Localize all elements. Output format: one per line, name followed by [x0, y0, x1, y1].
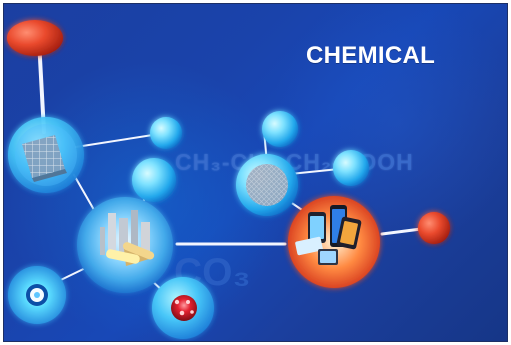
small-node-right [333, 150, 369, 186]
upper-center-blue-node [132, 158, 176, 202]
small-node-top-right [262, 111, 298, 147]
small-blue-node-top [150, 117, 182, 149]
small-blue-node [150, 117, 182, 149]
particles-node [152, 277, 214, 339]
title-text: CHEMICAL [306, 42, 436, 69]
solar-panel-node [8, 117, 84, 193]
mesh-node [236, 154, 298, 216]
solar-panel-icon [22, 135, 67, 182]
scene-frame: CH₃-CH₂-CH₂-COOH CO₃ CHEMICAL [3, 3, 508, 342]
top-left-red-atom [7, 20, 63, 56]
bond-left-to-small-node [75, 133, 160, 148]
small-node-right-circle [333, 150, 369, 186]
lens-node [8, 266, 66, 324]
industrial-node [77, 197, 173, 293]
smart-devices-icon [295, 205, 362, 265]
particles-icon [171, 295, 197, 321]
industrial-cluster-icon [100, 210, 155, 266]
upper-center-node [132, 158, 176, 202]
small-node-top-right-circle [262, 111, 298, 147]
lens-target-icon [26, 284, 48, 306]
red-atom-top-left [7, 20, 63, 56]
devices-node [288, 196, 380, 288]
red-atom-right [418, 212, 450, 244]
mesh-node-pattern [246, 164, 288, 206]
bond-devices-to-red-node [380, 227, 423, 236]
molecule-illustration [7, 20, 450, 339]
right-red-atom [418, 212, 450, 244]
